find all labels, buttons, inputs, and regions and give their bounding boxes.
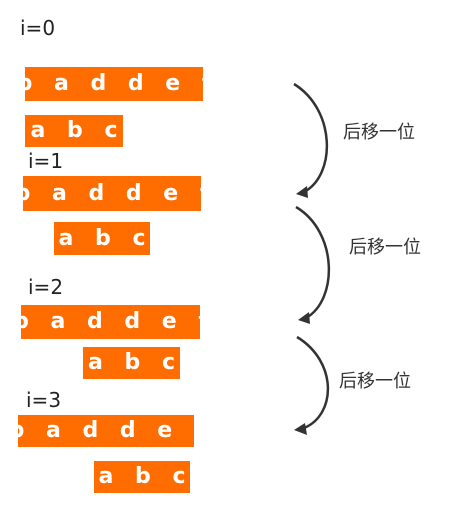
text-box-3: b a d d e f	[9, 415, 203, 447]
step-label-0: i=0	[20, 16, 56, 40]
shift-arrow-1	[293, 82, 329, 194]
text-box-1: b a d d e f	[15, 176, 209, 211]
step-label-1: i=1	[28, 149, 64, 173]
shift-label-3: 后移一位	[339, 371, 411, 392]
shift-arrow-3	[296, 335, 330, 430]
shift-arrow-2	[295, 205, 331, 320]
step-label-3: i=3	[26, 388, 62, 412]
shift-arrowhead-3	[294, 423, 307, 435]
step-label-2: i=2	[28, 275, 64, 299]
pattern-box-1: a b c	[54, 222, 150, 255]
pattern-box-0: a b c	[25, 115, 123, 147]
shift-label-2: 后移一位	[349, 237, 421, 258]
pattern-box-2: a b c	[83, 347, 180, 379]
pattern-box-3: a b c	[94, 461, 190, 493]
shift-arrowhead-1	[296, 186, 308, 198]
shift-label-1: 后移一位	[343, 122, 415, 143]
shift-arrowhead-2	[298, 312, 310, 324]
text-box-0: b a d d e f	[17, 67, 211, 101]
text-box-2: b a d d e f	[13, 305, 208, 339]
